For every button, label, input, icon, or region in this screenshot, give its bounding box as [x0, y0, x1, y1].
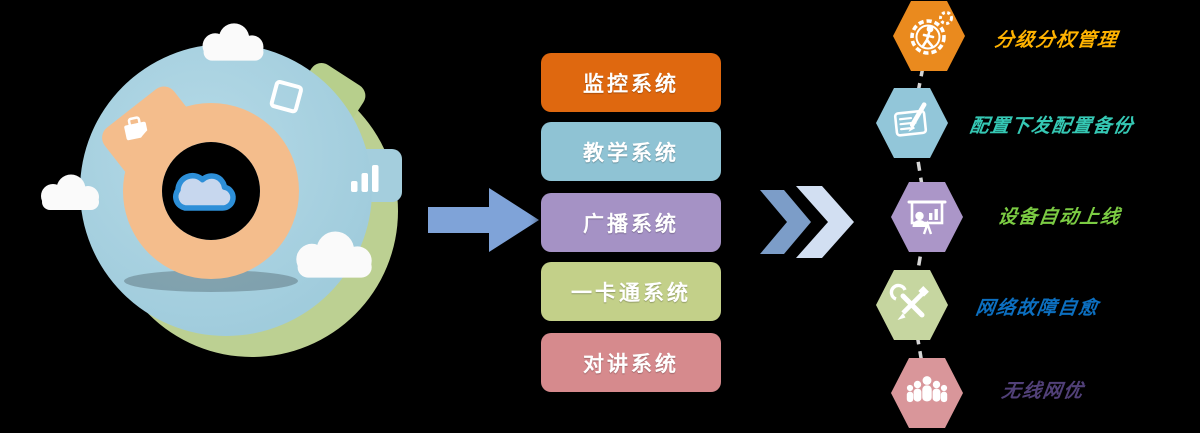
feature-hexagon-permissions — [893, 1, 965, 71]
arrow-shape — [428, 188, 539, 252]
feature-hexagon-autoprovision — [891, 182, 963, 252]
cloud-icon — [173, 172, 236, 211]
hexagon-shape — [891, 182, 963, 252]
flow-arrow — [428, 188, 539, 252]
wrench-pencil-icon — [889, 283, 929, 320]
feature-label-autoprovision: 设备自动上线 — [996, 207, 1123, 228]
cloud-platform-illustration — [41, 23, 402, 357]
feature-hexagon-wireless — [891, 358, 963, 428]
presentation-chart-icon — [907, 200, 947, 235]
cloud-top — [202, 23, 264, 61]
system-box-label: 对讲系统 — [583, 352, 679, 376]
system-box-label: 一卡通系统 — [571, 281, 691, 305]
feature-label-wireless: 无线网优 — [1000, 381, 1086, 402]
system-box-broadcast: 广播系统 — [541, 193, 721, 252]
orange-ring — [123, 103, 299, 279]
system-box-teaching: 教学系统 — [541, 122, 721, 181]
feature-hexagon-config — [876, 88, 948, 158]
document-pen-icon — [893, 102, 928, 137]
chevron-arrows — [760, 186, 854, 258]
system-box-label: 广播系统 — [583, 212, 679, 236]
feature-label-config: 配置下发配置备份 — [968, 116, 1136, 137]
system-box-onecard: 一卡通系统 — [541, 262, 721, 321]
feature-label-permissions: 分级分权管理 — [993, 30, 1120, 51]
chevron-light — [796, 186, 854, 258]
tablet-outline-icon — [269, 79, 303, 114]
people-group-icon — [906, 376, 948, 403]
system-box-label: 监控系统 — [583, 72, 679, 96]
bar-chart-icon — [351, 165, 379, 192]
system-box-monitoring: 监控系统 — [541, 53, 721, 112]
briefcase-icon — [124, 116, 149, 141]
feature-label-selfhealing: 网络故障自愈 — [974, 298, 1101, 319]
system-box-intercom: 对讲系统 — [541, 333, 721, 392]
gear-person-icon — [910, 11, 953, 55]
system-box-label: 教学系统 — [583, 141, 679, 165]
ring-shadow — [124, 270, 298, 292]
chevron-dark — [760, 190, 811, 254]
feature-hexagon-selfhealing — [876, 270, 948, 340]
